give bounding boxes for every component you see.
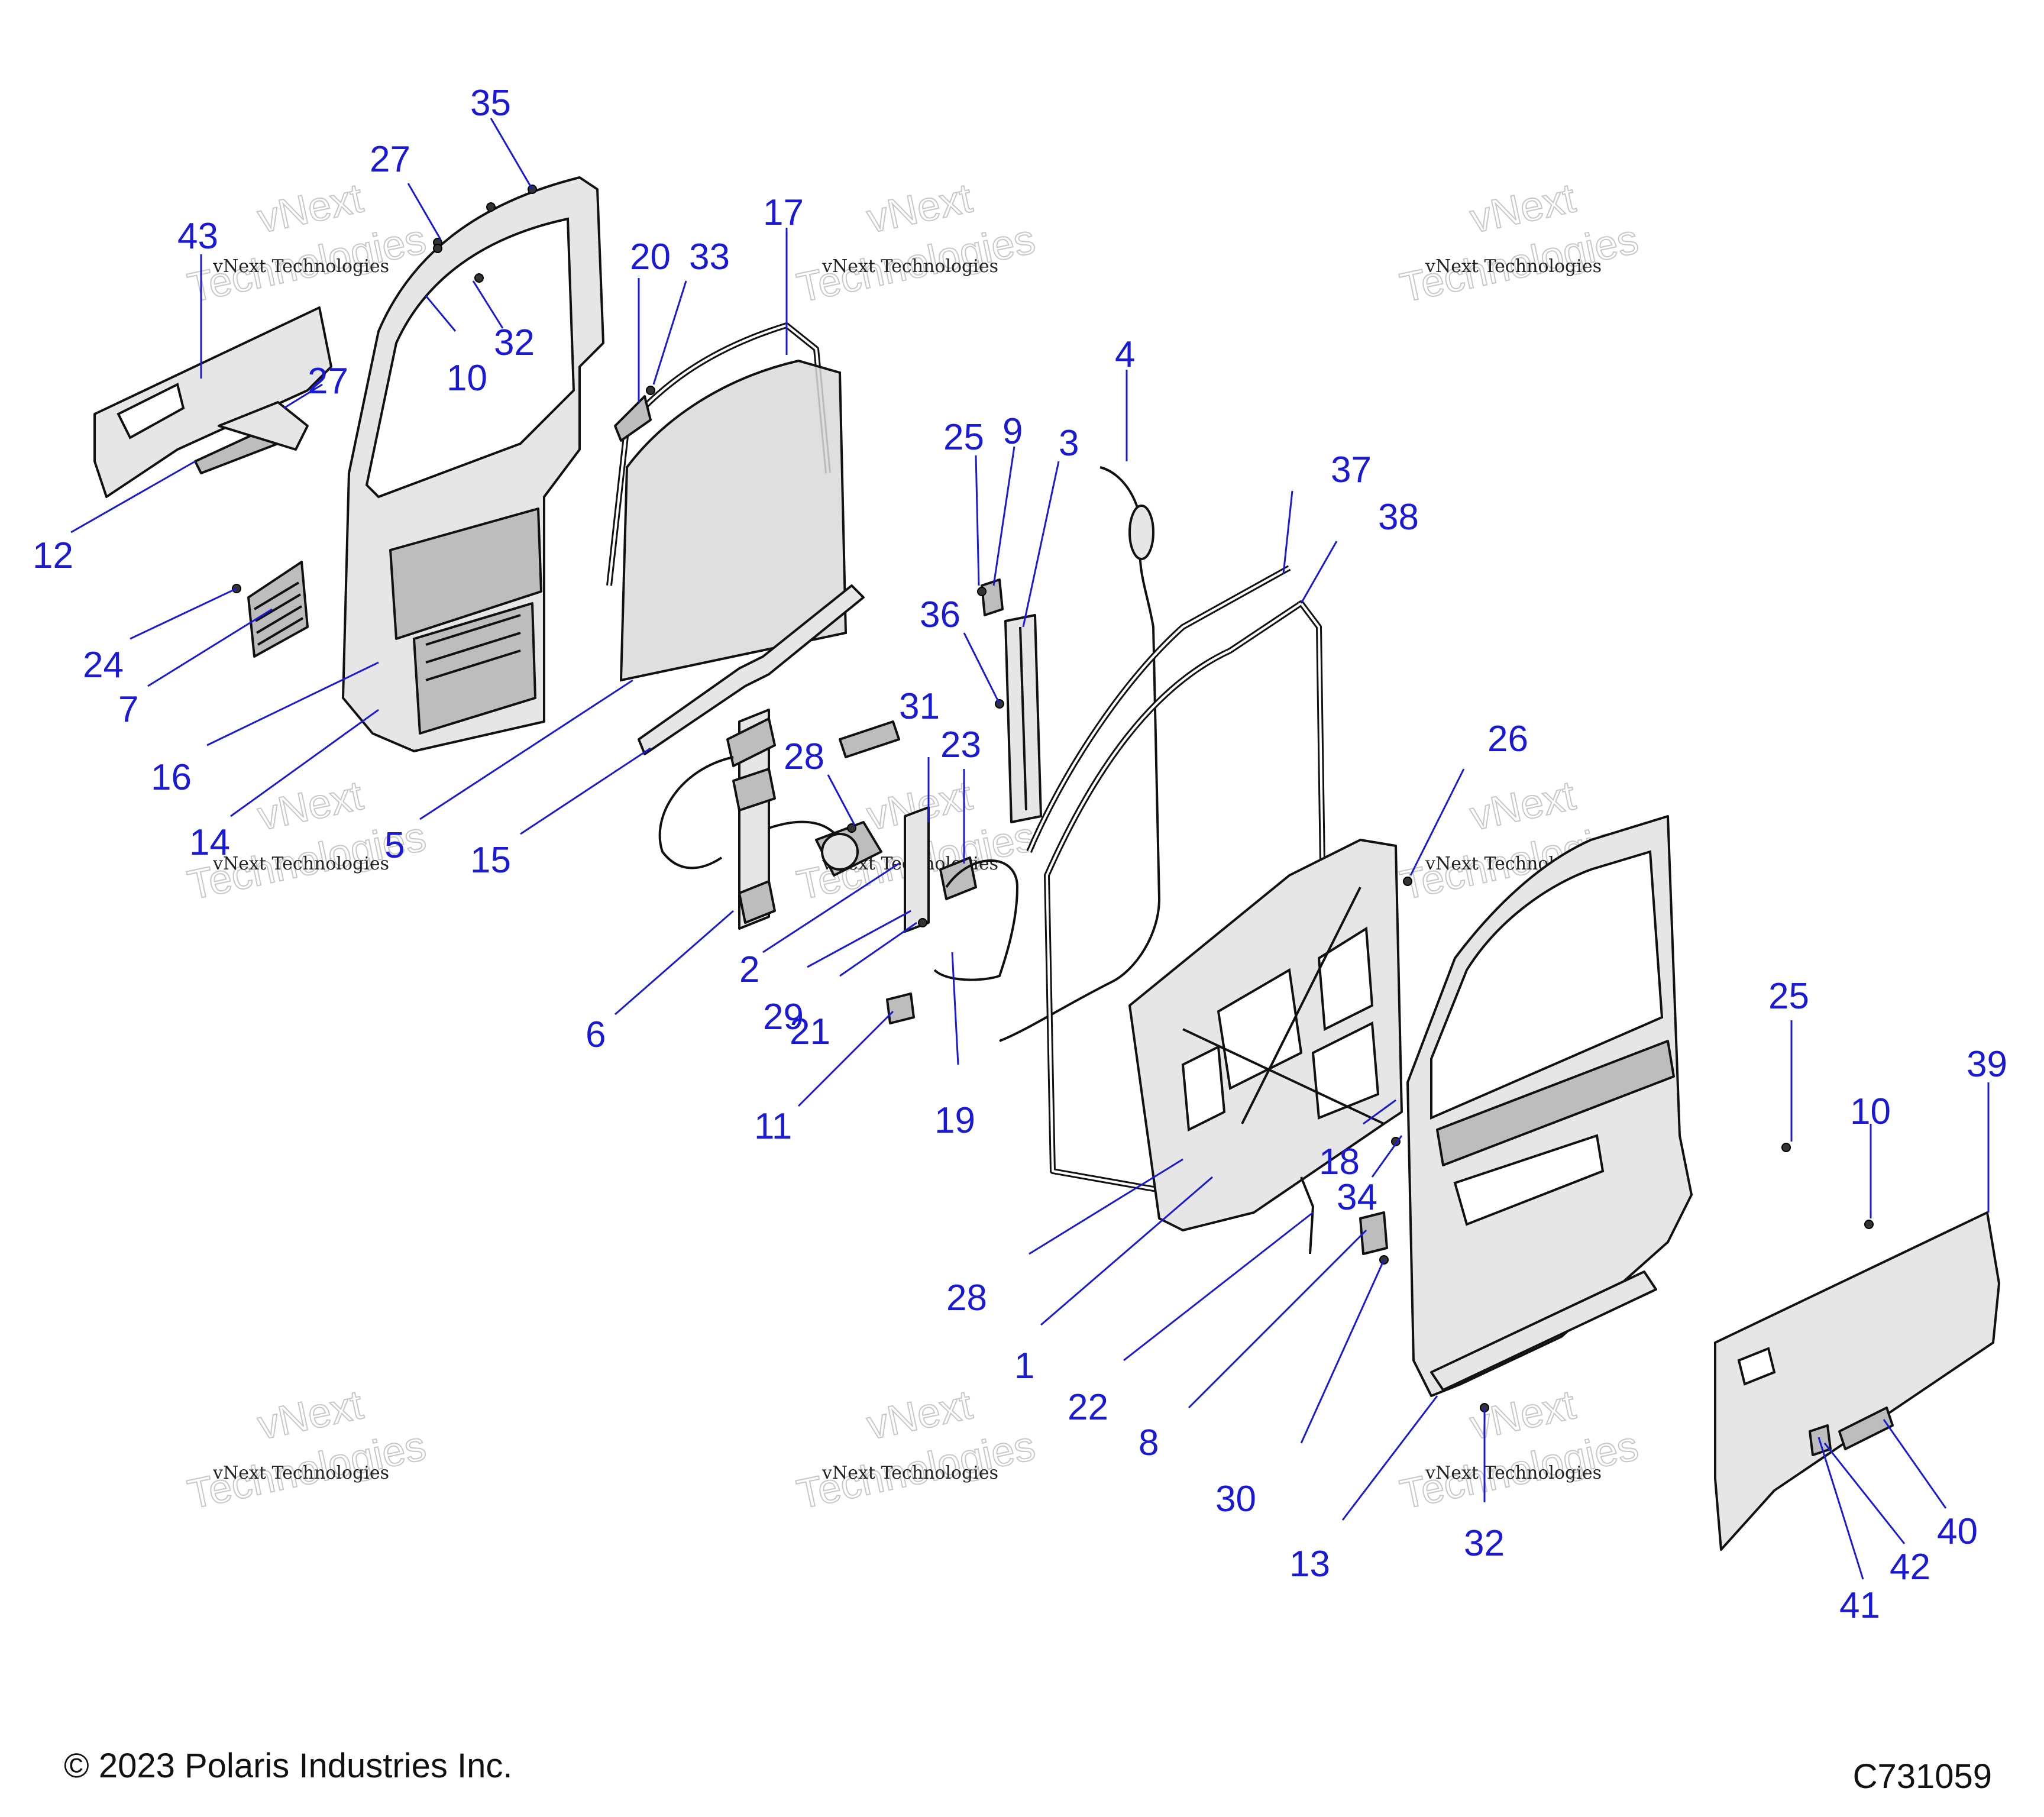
latch-bracket-31 [904, 806, 930, 933]
door-glass-5 [619, 359, 848, 682]
callout-13: 13 [1289, 1544, 1330, 1585]
hinge-20 [614, 395, 652, 442]
callout-27a: 27 [370, 139, 410, 180]
callout-8: 8 [1139, 1422, 1159, 1463]
callout-16: 16 [151, 757, 192, 798]
release-cable-19 [933, 859, 1019, 981]
watermark-caption: vNext Technologies [1425, 1463, 1602, 1483]
callout-25a: 25 [943, 417, 984, 458]
callout-labels: 1 2 3 4 5 6 7 8 9 10 10 11 12 13 14 15 1… [33, 83, 2007, 1626]
callout-10b: 10 [1850, 1091, 1891, 1132]
inner-door-frame-16 [342, 176, 604, 752]
callout-25b: 25 [1768, 976, 1809, 1017]
regulator-motor-2 [815, 821, 882, 877]
callout-23: 23 [940, 725, 981, 765]
speaker-grille-7 [247, 561, 309, 658]
window-regulator-6 [658, 709, 841, 930]
callout-35: 35 [470, 83, 511, 124]
latch-8 [1359, 1211, 1388, 1255]
callout-31: 31 [899, 686, 940, 727]
wire-harness-4 [999, 466, 1161, 1042]
callout-26: 26 [1487, 719, 1528, 759]
callout-38: 38 [1378, 497, 1419, 538]
small-bracket-9 [981, 578, 1004, 616]
callout-39: 39 [1967, 1044, 2007, 1085]
callout-19: 19 [934, 1100, 975, 1141]
lock-11 [886, 992, 915, 1024]
callout-4: 4 [1115, 334, 1135, 375]
callout-2: 2 [739, 949, 759, 990]
callout-27b: 27 [308, 361, 348, 402]
watermark-caption: vNext Technologies [822, 256, 998, 277]
watermark-caption: vNext Technologies [212, 256, 389, 277]
callout-20: 20 [630, 237, 671, 277]
callout-22: 22 [1068, 1387, 1108, 1428]
outer-skin-panel-39 [1714, 1211, 2000, 1551]
callout-24: 24 [83, 645, 124, 686]
belt-molding-15 [638, 584, 865, 755]
callout-5: 5 [384, 825, 405, 866]
callout-7: 7 [118, 689, 138, 730]
callout-36: 36 [920, 594, 960, 635]
callout-10a: 10 [447, 358, 487, 399]
callout-37: 37 [1331, 450, 1372, 490]
leader-lines [70, 118, 1990, 1580]
watermark-caption: vNext Technologies [212, 1463, 389, 1483]
callout-15: 15 [470, 840, 511, 881]
interior-trim-panel-43 [93, 306, 332, 498]
callout-32b: 32 [1464, 1523, 1505, 1564]
callout-14: 14 [189, 822, 230, 863]
callout-18: 18 [1319, 1142, 1360, 1182]
callout-9: 9 [1002, 411, 1023, 452]
door-inner-structure-1 [1128, 839, 1403, 1231]
callout-43: 43 [177, 216, 218, 257]
diagram-id: C731059 [1852, 1757, 1992, 1796]
callout-12: 12 [33, 535, 73, 576]
callout-40: 40 [1937, 1511, 1978, 1552]
callout-28b: 28 [946, 1278, 987, 1318]
callout-30: 30 [1215, 1479, 1256, 1519]
exterior-handle-40 [1838, 1407, 1894, 1450]
callout-6: 6 [586, 1014, 606, 1055]
interior-handle-28 [839, 720, 900, 758]
outer-seal-37 [1026, 565, 1291, 853]
callout-17: 17 [763, 192, 804, 233]
watermark-caption: vNext Technologies [822, 1463, 998, 1483]
callout-21: 21 [790, 1011, 830, 1052]
callout-3: 3 [1059, 423, 1079, 464]
callout-29: 29 [763, 997, 804, 1037]
outer-door-frame-13 [1406, 815, 1693, 1397]
regulator-rail-3 [1004, 614, 1042, 823]
callout-11: 11 [754, 1106, 792, 1147]
callout-33: 33 [689, 237, 730, 277]
watermark-caption: vNext Technologies [212, 853, 389, 874]
callout-42: 42 [1890, 1547, 1930, 1588]
callout-1: 1 [1014, 1346, 1034, 1386]
copyright-text: © 2023 Polaris Industries Inc. [64, 1747, 513, 1785]
callout-41: 41 [1839, 1585, 1880, 1626]
watermark-caption: vNext Technologies [1425, 256, 1602, 277]
rod-22 [1300, 1176, 1315, 1255]
callout-32a: 32 [494, 322, 535, 363]
callout-28a: 28 [784, 736, 824, 777]
callout-34: 34 [1337, 1177, 1377, 1218]
